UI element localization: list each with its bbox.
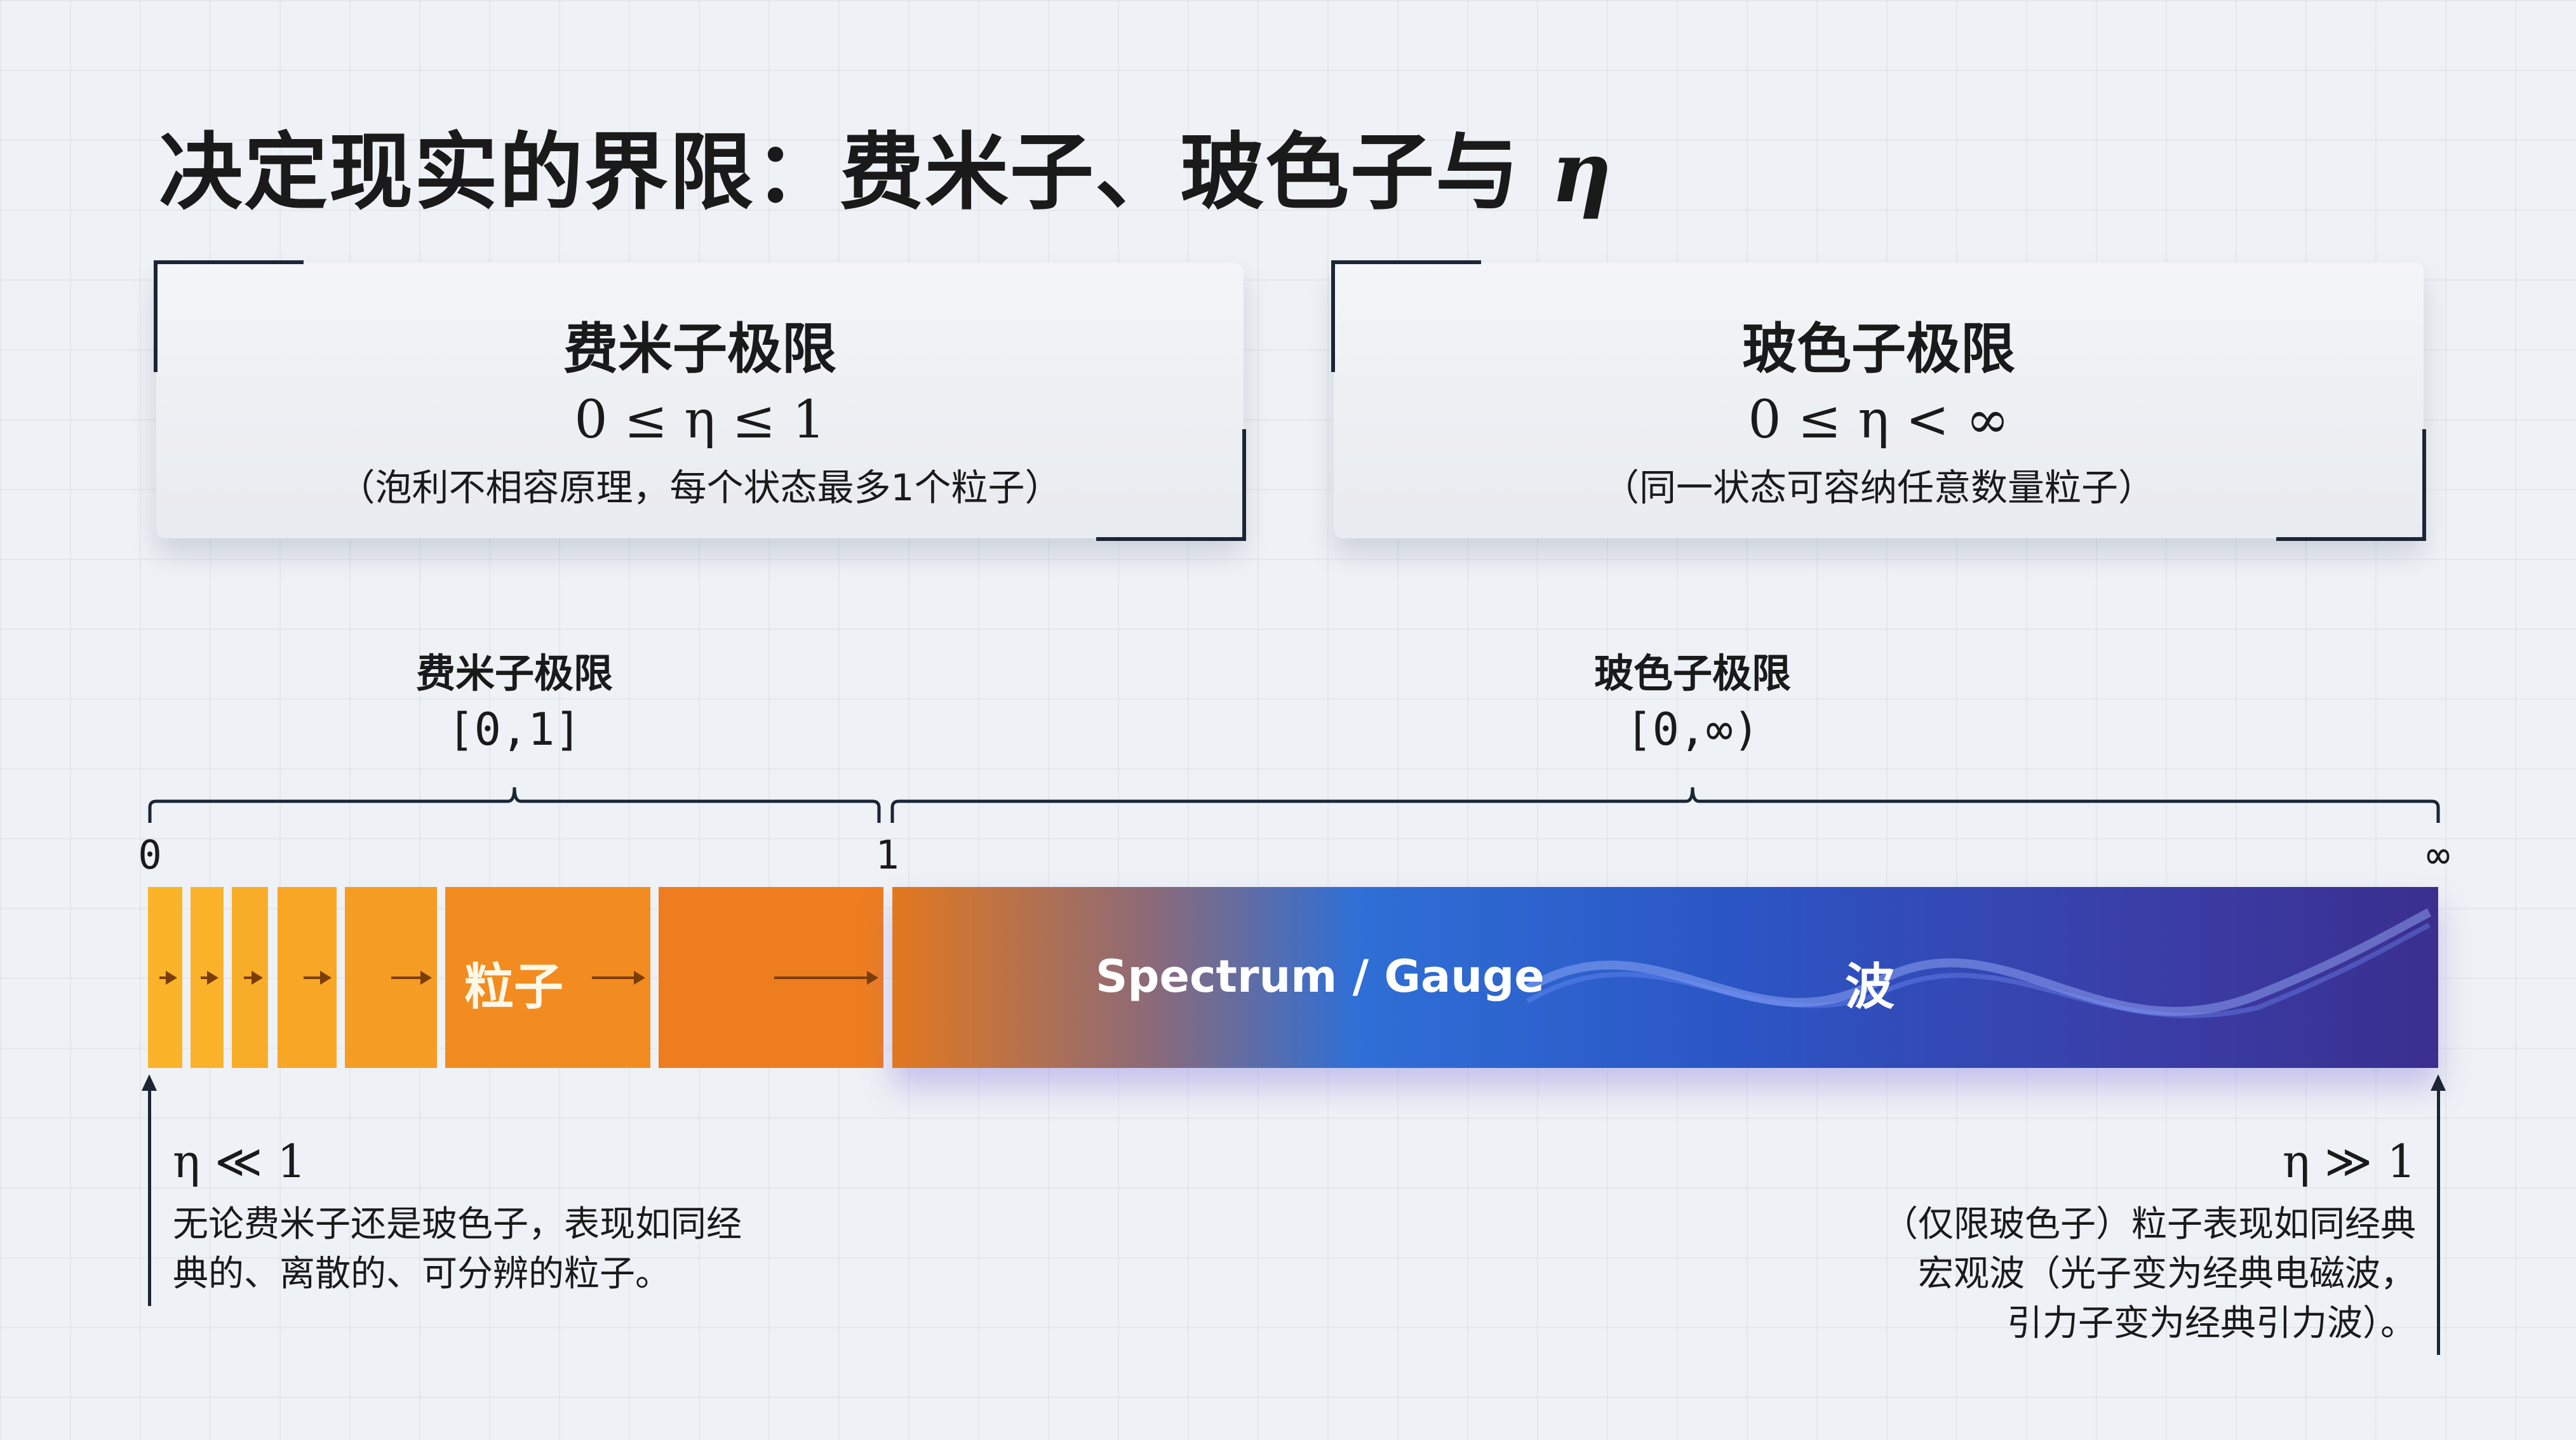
bracket-range: [0,∞) [1625, 703, 1760, 756]
card-subtitle: （泡利不相容原理，每个状态最多1个粒子） [338, 466, 1062, 509]
bracket-title: 费米子极限 [415, 650, 614, 697]
page-title: 决定现实的界限：费米子、玻色子与 η [159, 105, 1613, 226]
corner-bracket [154, 260, 304, 372]
particle-label: 粒子 [464, 959, 564, 1016]
fermion-brace [148, 787, 881, 823]
bracket-title: 玻色子极限 [1593, 650, 1792, 697]
segment [232, 887, 268, 1068]
bracket-range: [0,1] [447, 703, 582, 756]
note-line: 宏观波（光子变为经典电磁波， [1918, 1253, 2416, 1295]
arrow-icon [592, 970, 645, 985]
tick-infinity: ∞ [2426, 832, 2450, 878]
arrow-icon [201, 970, 218, 985]
right-note: η ≫ 1 （仅限玻色子）粒子表现如同经典 宏观波（光子变为经典电磁波， 引力子… [1882, 1137, 2416, 1349]
fermion-limit-card: 费米子极限 0 ≤ η ≤ 1 （泡利不相容原理，每个状态最多1个粒子） [154, 260, 1246, 541]
card-formula: 0 ≤ η ≤ 1 [574, 390, 826, 450]
note-line: 典的、离散的、可分辨的粒子。 [173, 1253, 671, 1295]
boson-limit-card: 玻色子极限 0 ≤ η < ∞ （同一状态可容纳任意数量粒子） [1331, 260, 2426, 541]
boson-brace [890, 787, 2440, 823]
card-formula: 0 ≤ η < ∞ [1748, 390, 2009, 450]
arrow-icon [244, 970, 263, 985]
title-text: 决定现实的界限：费米子、玻色子与 [159, 124, 1551, 222]
boson-bracket-label: 玻色子极限 [0,∞) [1594, 641, 1791, 756]
note-math: η ≪ 1 [173, 1135, 307, 1188]
arrow-icon [159, 970, 177, 985]
spectrum-label: Spectrum / Gauge [1096, 950, 1545, 1003]
wave-icon [1525, 908, 2432, 1018]
corner-bracket [1331, 260, 1481, 372]
segment [148, 887, 182, 1068]
note-line: 无论费米子还是玻色子，表现如同经 [173, 1204, 742, 1245]
corner-bracket [1096, 429, 1246, 541]
note-line: （仅限玻色子）粒子表现如同经典 [1882, 1204, 2416, 1245]
arrow-icon [774, 970, 878, 985]
wave-spectrum: Spectrum / Gauge 波 [892, 887, 2438, 1068]
arrow-icon [304, 970, 332, 985]
right-arrow-icon [2431, 1074, 2446, 1355]
arrow-icon [391, 970, 432, 985]
segment [278, 887, 337, 1068]
tick-0: 0 [138, 832, 162, 878]
corner-bracket [2276, 429, 2426, 541]
wave-label: 波 [1845, 959, 1895, 1016]
fermion-bracket-label: 费米子极限 [0,1] [416, 641, 613, 756]
segment: 粒子 [445, 887, 650, 1068]
segment [345, 887, 437, 1068]
title-eta: η [1550, 123, 1613, 222]
left-note: η ≪ 1 无论费米子还是玻色子，表现如同经 典的、离散的、可分辨的粒子。 [173, 1137, 742, 1299]
segment [191, 887, 224, 1068]
segment [659, 887, 883, 1068]
card-title: 玻色子极限 [1742, 317, 2015, 381]
tick-1: 1 [875, 832, 899, 878]
left-arrow-icon [142, 1074, 157, 1306]
particle-segments: 粒子 [148, 887, 2438, 1068]
note-line: 引力子变为经典引力波）。 [2007, 1303, 2416, 1344]
card-subtitle: （同一状态可容纳任意数量粒子） [1602, 466, 2155, 509]
note-math: η ≫ 1 [2282, 1135, 2416, 1188]
card-title: 费米子极限 [563, 317, 836, 381]
